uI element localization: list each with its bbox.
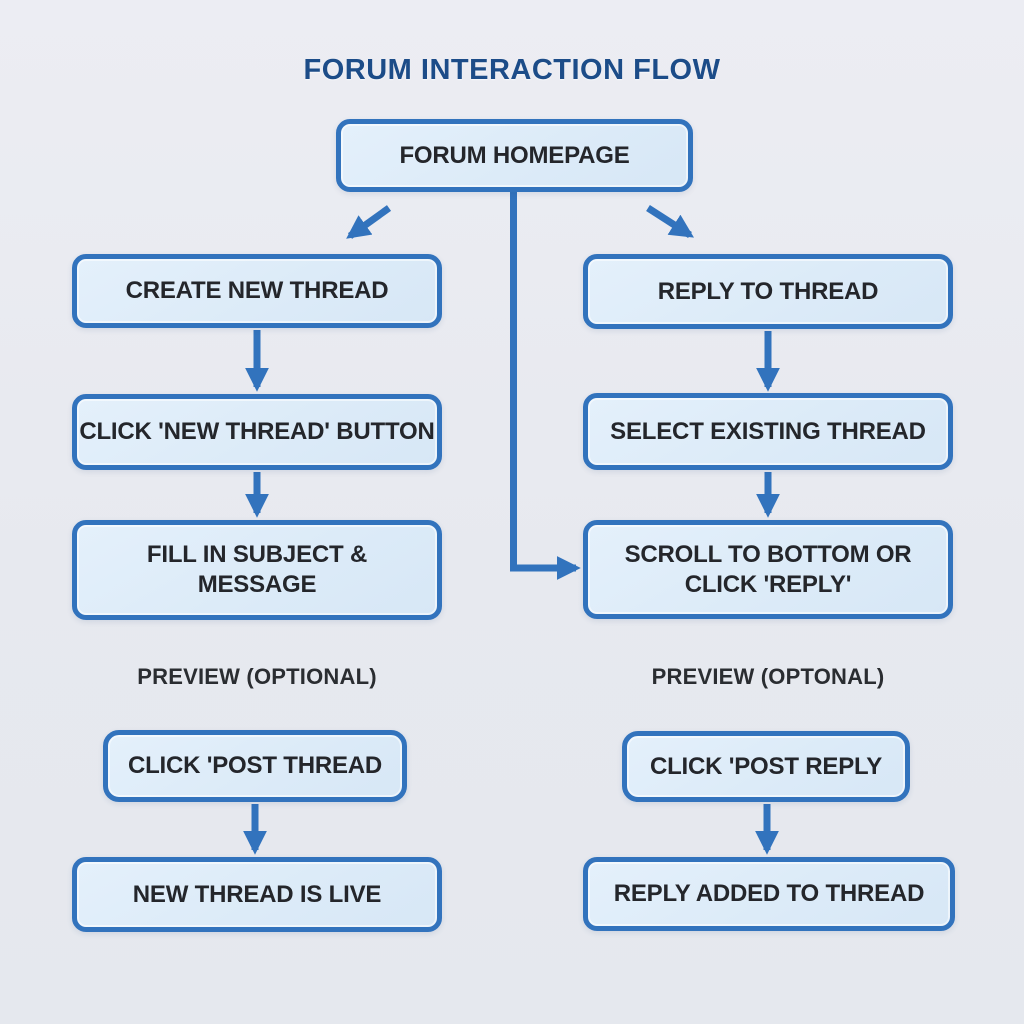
flow-node-click-new-thread-button: CLICK 'NEW THREAD' BUTTON — [72, 394, 442, 470]
node-label: CLICK 'POST THREAD — [127, 752, 383, 779]
flow-node-forum-homepage: FORUM HOMEPAGE — [336, 119, 693, 192]
node-label: REPLY ADDED TO THREAD — [613, 880, 925, 907]
note-preview-optional-left: PREVIEW (OPTIONAL) — [137, 664, 377, 689]
node-label: REPLY TO THREAD — [657, 277, 879, 305]
flow-node-click-post-thread: CLICK 'POST THREAD — [103, 730, 407, 802]
page-title: FORUM INTERACTION FLOW — [303, 54, 721, 86]
node-label: CREATE NEW THREAD — [125, 277, 389, 304]
connector-homepage-to-create-diagonal — [346, 205, 392, 239]
node-label: SELECT EXISTING THREAD — [610, 417, 926, 445]
flow-node-create-new-thread: CREATE NEW THREAD — [72, 254, 442, 328]
flow-node-select-existing-thread: SELECT EXISTING THREAD — [583, 393, 953, 470]
flow-node-click-post-reply: CLICK 'POST REPLY — [622, 731, 910, 802]
connector-homepage-to-reply-diagonal — [646, 205, 695, 238]
node-label: CLICK 'POST REPLY — [649, 752, 883, 780]
node-label: FORUM HOMEPAGE — [399, 141, 630, 169]
node-label: NEW THREAD IS LIVE — [132, 880, 382, 908]
node-label: FILL IN SUBJECT & MESSAGE — [146, 541, 368, 598]
connector-homepage-to-scroll-elbow — [510, 190, 581, 580]
note-preview-optional-right: PREVIEW (OPTONAL) — [651, 664, 885, 689]
flow-node-new-thread-is-live: NEW THREAD IS LIVE — [72, 857, 442, 932]
node-label: CLICK 'NEW THREAD' BUTTON — [79, 418, 435, 445]
flow-node-reply-added-to-thread: REPLY ADDED TO THREAD — [583, 857, 955, 931]
node-label: SCROLL TO BOTTOM OR CLICK 'REPLY' — [624, 540, 912, 598]
flow-node-fill-in-subject-message: FILL IN SUBJECT & MESSAGE — [72, 520, 442, 620]
flow-node-scroll-to-bottom-or-click-reply: SCROLL TO BOTTOM OR CLICK 'REPLY' — [583, 520, 953, 619]
flow-node-reply-to-thread: REPLY TO THREAD — [583, 254, 953, 329]
